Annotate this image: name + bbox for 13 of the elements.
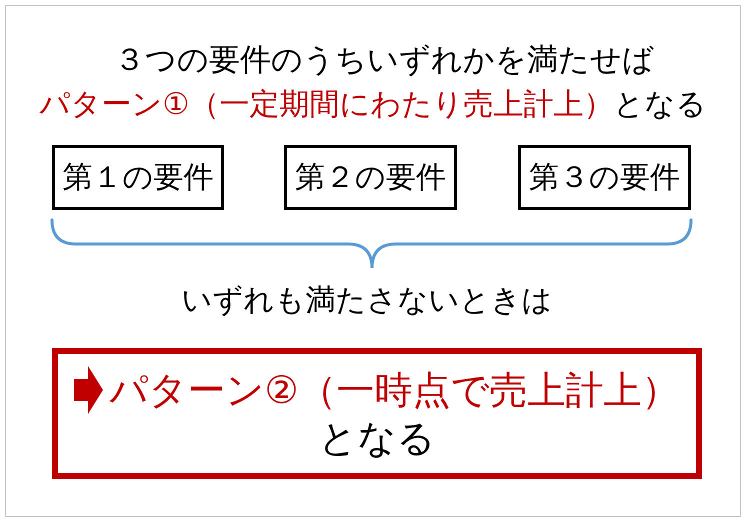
- requirement-text: 第２の要件: [295, 158, 446, 196]
- result-text: となる: [613, 87, 706, 122]
- pattern-text: パターン①（一定期間にわたり売上計上）: [40, 87, 614, 122]
- heading-text: ３つの要件のうちいずれかを満たせば: [113, 41, 655, 80]
- requirement-box: [518, 145, 691, 210]
- result-text: となる: [318, 414, 436, 462]
- requirement-text: 第３の要件: [529, 158, 680, 196]
- requirement-box: [52, 145, 224, 210]
- pattern-text: パターン②（一時点で売上計上）: [109, 366, 680, 414]
- condition-text: いずれも満たさないときは: [182, 283, 552, 318]
- requirement-box: [284, 145, 457, 210]
- result-box: [52, 348, 702, 479]
- requirement-text: 第１の要件: [62, 158, 214, 196]
